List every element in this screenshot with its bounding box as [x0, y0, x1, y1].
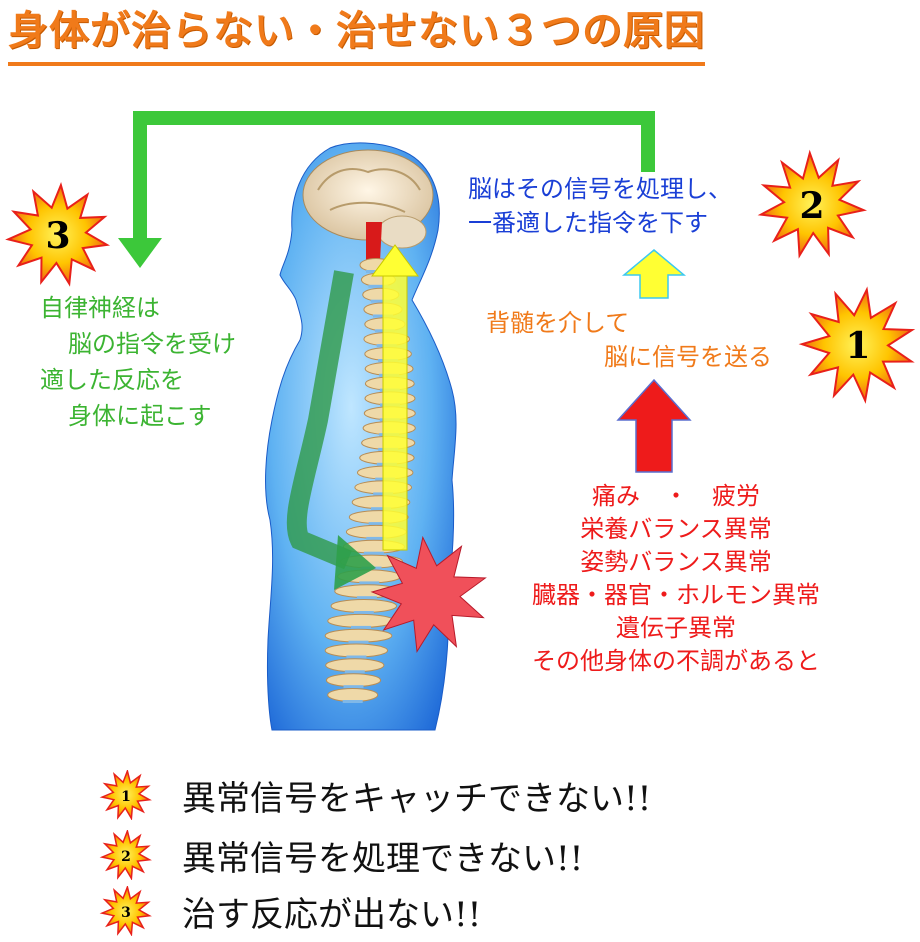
- abnormal-text-line: 栄養バランス異常: [580, 515, 772, 543]
- spinal-signal-text: 背髄を介して 脳に信号を送る: [486, 306, 772, 374]
- autonomic-text-line: 適した反応を: [40, 366, 184, 394]
- vertebra: [324, 643, 389, 658]
- autonomic-text-line: 自律神経は: [40, 294, 160, 322]
- spinal-text-line: 背髄を介して: [486, 309, 630, 337]
- cause-text: 治す反応が出ない!!: [182, 894, 482, 935]
- vertebra: [327, 613, 395, 628]
- vertebral-disc: [353, 611, 374, 614]
- burst-1-icon: 1: [798, 286, 916, 404]
- yellow-up-arrow-shaft: [382, 271, 408, 551]
- green-down-arrow: [286, 270, 354, 570]
- cause-item-2: 2 異常信号を処理できない!!: [96, 830, 583, 880]
- vertebral-disc: [344, 670, 365, 674]
- vertebra: [325, 658, 385, 673]
- vertebral-disc: [356, 596, 377, 600]
- vertebral-disc: [342, 700, 363, 703]
- vertebral-disc: [368, 284, 389, 288]
- spinal-text-line: 脳に信号を送る: [604, 343, 772, 371]
- brain-processing-text: 脳はその信号を処理し、 一番適した指令を下す: [468, 172, 732, 240]
- page-title: 身体が治らない・治せない３つの原因: [8, 4, 705, 66]
- vertebral-disc: [368, 522, 389, 526]
- vertebral-disc: [343, 685, 364, 689]
- abnormal-text-line: 痛み ・ 疲労: [592, 482, 760, 510]
- cause-text: 異常信号をキャッチできない!!: [182, 778, 652, 819]
- svg-text:2: 2: [799, 185, 824, 227]
- svg-text:3: 3: [45, 215, 70, 257]
- cause-item-1: 1 異常信号をキャッチできない!!: [96, 770, 651, 820]
- autonomic-text-line: 身体に起こす: [68, 402, 212, 430]
- burst-3-small-icon: 3: [99, 886, 152, 936]
- red-up-arrow: [616, 378, 692, 473]
- abnormal-conditions-text: 痛み ・ 疲労 栄養バランス異常 姿勢バランス異常 臓器・器官・ホルモン異常 遺…: [486, 480, 866, 678]
- vertebral-disc: [371, 507, 391, 511]
- vertebra: [330, 599, 397, 613]
- vertebra: [327, 688, 379, 702]
- vertebral-disc: [348, 640, 369, 644]
- vertebra: [324, 628, 393, 643]
- svg-text:1: 1: [845, 325, 870, 367]
- autonomic-text-line: 脳の指令を受け: [68, 330, 236, 358]
- abnormal-text-line: 姿勢バランス異常: [580, 548, 772, 576]
- vertebral-disc: [346, 655, 367, 659]
- brain-text-line: 一番適した指令を下す: [468, 209, 708, 237]
- brain-text-line: 脳はその信号を処理し、: [468, 175, 732, 203]
- cause-item-3: 3 治す反応が出ない!!: [96, 886, 481, 936]
- brain-folds: [317, 168, 421, 213]
- brainstem: [366, 222, 382, 262]
- green-down-arrowhead: [334, 535, 376, 590]
- svg-text:1: 1: [121, 789, 131, 805]
- green-bracket-arrowhead: [118, 238, 162, 268]
- cause-text: 異常信号を処理できない!!: [182, 838, 584, 879]
- green-bracket-arrow: [133, 111, 655, 240]
- burst-3-icon: 3: [5, 182, 111, 287]
- yellow-up-arrowhead: [371, 244, 419, 277]
- cerebellum: [377, 215, 427, 249]
- vertebra: [325, 673, 382, 688]
- abnormal-text-line: 臓器・器官・ホルモン異常: [532, 581, 820, 609]
- vertebral-disc: [370, 299, 391, 303]
- burst-2-small-icon: 2: [99, 830, 152, 880]
- nervous-system-diagram: 3 2 1: [5, 111, 916, 731]
- burst-2-icon: 2: [757, 149, 868, 259]
- vertebral-disc: [366, 536, 387, 540]
- abnormal-text-line: その他身体の不調があると: [532, 647, 820, 675]
- svg-text:3: 3: [121, 905, 131, 921]
- pain-burst-icon: [370, 535, 487, 653]
- svg-text:2: 2: [121, 849, 131, 865]
- burst-1-small-icon: 1: [99, 770, 152, 820]
- vertebral-disc: [351, 625, 371, 629]
- autonomic-nerve-text: 自律神経は 脳の指令を受け 適した反応を 身体に起こす: [40, 290, 236, 434]
- small-yellow-up-arrow: [621, 249, 687, 299]
- abnormal-text-line: 遺伝子異常: [616, 614, 736, 642]
- vertebral-disc: [363, 551, 384, 555]
- vertebral-disc: [359, 581, 380, 585]
